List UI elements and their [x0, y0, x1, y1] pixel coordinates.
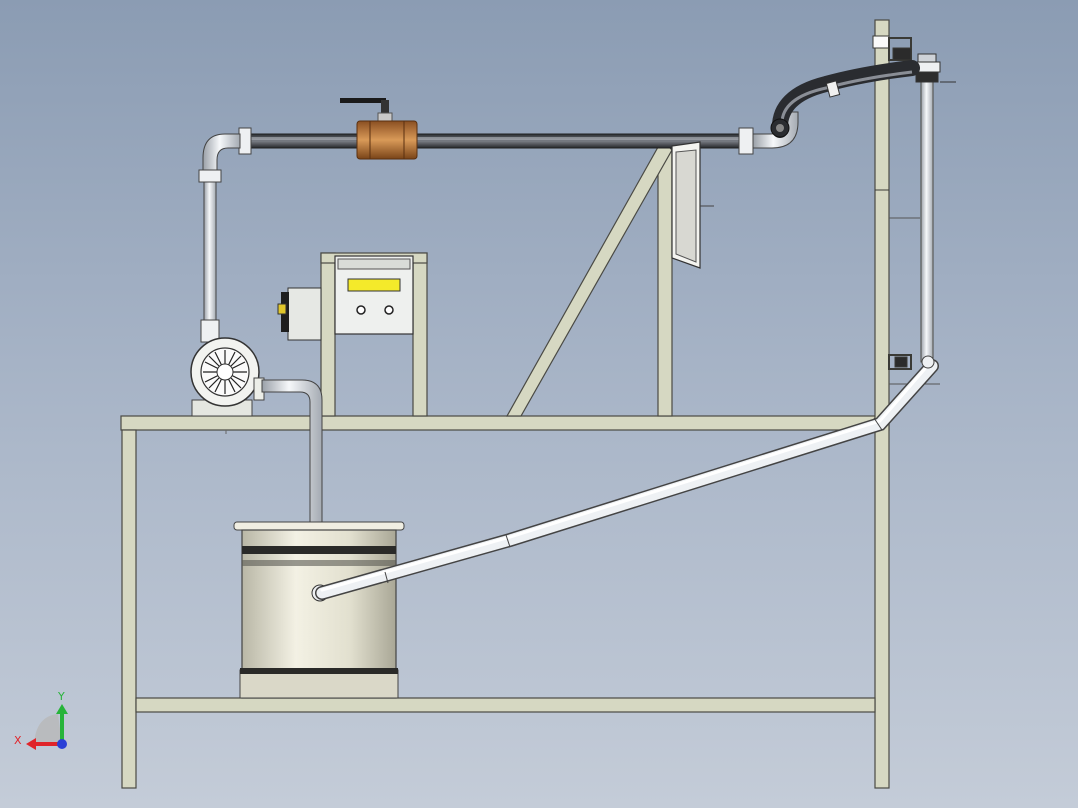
ball-valve-icon: [340, 98, 418, 160]
tank-icon: [233, 521, 405, 699]
flex-hose: [771, 60, 920, 138]
table-top: [120, 415, 890, 431]
return-pipe-vertical: [920, 79, 934, 363]
pump-icon: [190, 337, 265, 417]
right-column-fittings: [872, 35, 940, 385]
vertical-strut: [657, 139, 673, 417]
diagonal-brace: [505, 139, 673, 417]
collection-hopper: [671, 141, 714, 269]
pump-discharge-pipe: [198, 169, 222, 343]
post-left: [320, 252, 336, 417]
side-meter: [277, 287, 322, 341]
top-right-coupling: [911, 53, 956, 83]
lower-rail: [135, 697, 876, 713]
axis-label-y: Y: [57, 690, 65, 703]
top-pipe-run: [202, 111, 799, 176]
suction-pipe: [261, 379, 323, 525]
post-right: [412, 252, 428, 417]
right-leg: [874, 19, 890, 789]
control-box-icon: [334, 255, 414, 335]
axis-label-x: X: [14, 734, 22, 747]
return-pipe-diagonal: [315, 359, 939, 600]
axis-triad-icon[interactable]: Y X: [14, 690, 68, 750]
left-leg: [121, 429, 137, 789]
